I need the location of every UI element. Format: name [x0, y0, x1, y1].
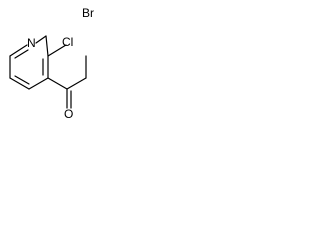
bond-n-c6-inner	[14, 49, 29, 59]
structure-canvas: N Cl Br O	[0, 0, 152, 120]
bond-c2-top	[45, 35, 49, 57]
bond-c4-c3	[28, 77, 49, 90]
atom-chlorine-label: Cl	[62, 35, 73, 49]
molecule-structure: N Cl Br O	[9, 6, 94, 120]
bond-c2-cl	[47, 44, 67, 57]
atom-bromine-label: Br	[82, 6, 94, 20]
bond-n-c6	[9, 44, 28, 57]
bond-carbonyl-ch2	[66, 77, 87, 90]
atom-nitrogen-label: N	[27, 36, 36, 50]
bond-n-c2	[35, 35, 47, 44]
bond-c3-carbonyl	[47, 77, 68, 90]
bond-c5-c4-inner	[14, 75, 30, 85]
atom-oxygen-label: O	[64, 107, 73, 120]
bond-c5-c4	[9, 77, 30, 90]
